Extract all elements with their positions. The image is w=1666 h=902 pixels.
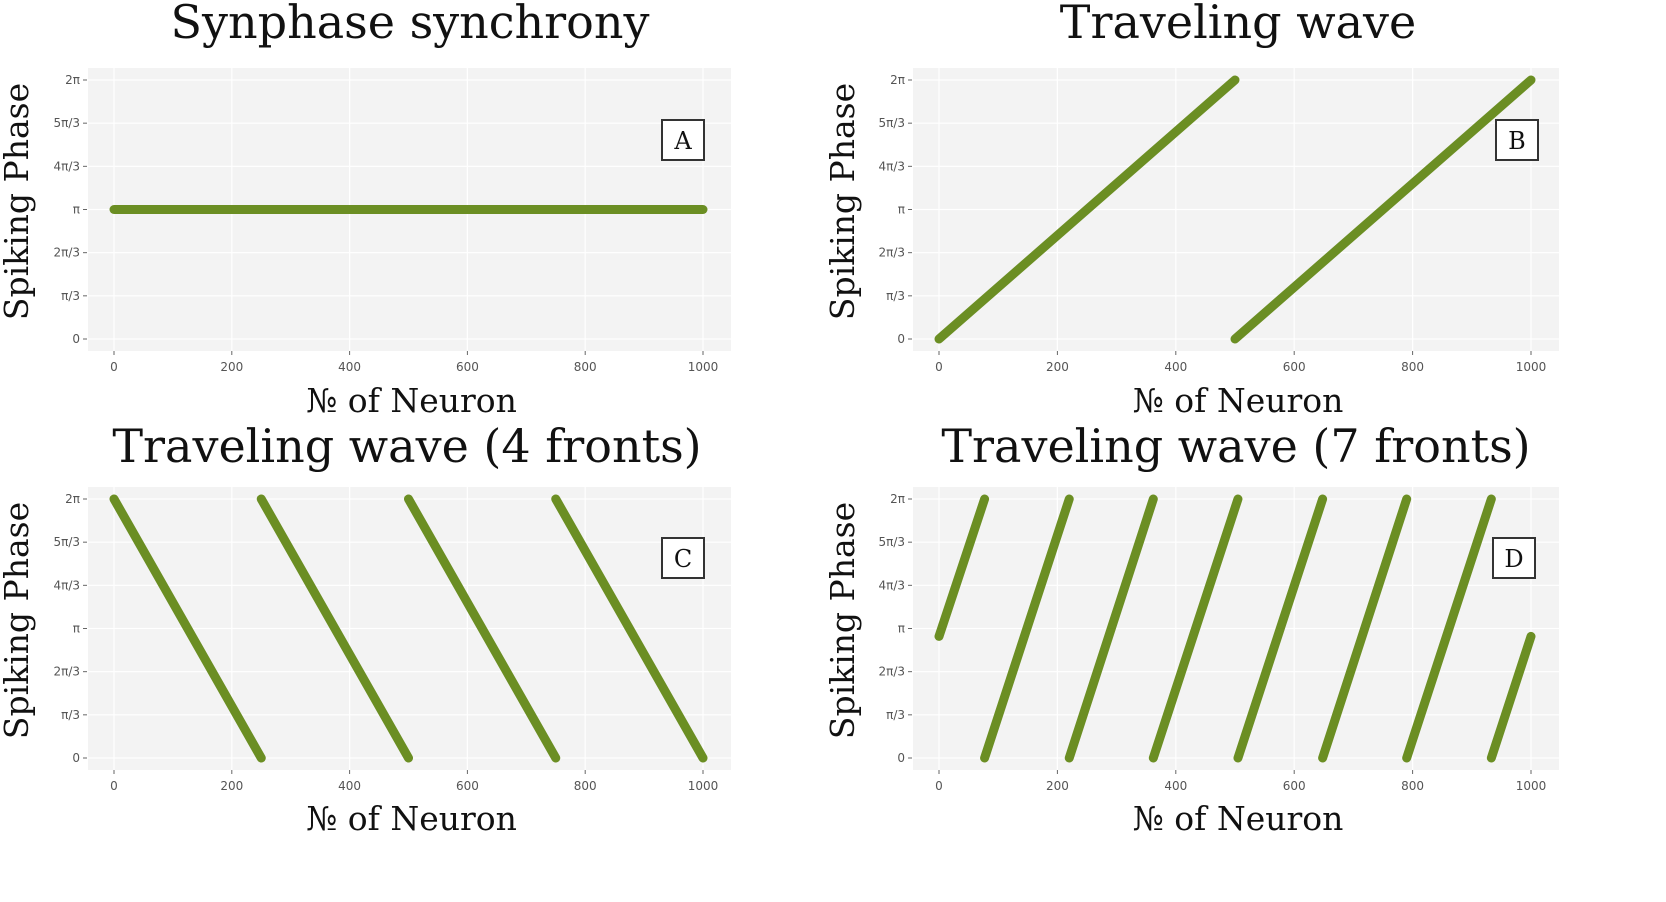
- data-series-segment: [934, 494, 990, 641]
- x-axis-label: № of Neuron: [1133, 381, 1344, 420]
- x-tick-label: 0: [110, 779, 118, 793]
- x-tick-label: 800: [1401, 779, 1424, 793]
- y-axis-label: Spiking Phase: [823, 502, 862, 739]
- chart-panel-c: 0 200 400 600 800 1000 0 π/3 2π/3 π 4π/3 5π/3 2πC Tra…: [0, 419, 731, 838]
- y-tick-label: 0: [897, 332, 905, 346]
- data-series-segment: [980, 494, 1074, 763]
- chart-title: Traveling wave (4 fronts): [112, 419, 701, 473]
- y-tick-label: 2π/3: [53, 246, 80, 260]
- x-axis-label: № of Neuron: [306, 381, 517, 420]
- y-tick-label: 2π/3: [878, 246, 905, 260]
- x-tick-label: 600: [1283, 360, 1306, 374]
- chart-title: Traveling wave: [1060, 0, 1416, 49]
- y-tick-label: π/3: [61, 708, 80, 722]
- y-tick-label: 4π/3: [878, 578, 905, 592]
- y-tick-group: 0 π/3 2π/3 π 4π/3 5π/3 2π: [878, 73, 912, 346]
- chart-title: Traveling wave (7 fronts): [941, 419, 1530, 473]
- panel-badge: [1495, 119, 1539, 161]
- data-series-segment: [1318, 494, 1412, 763]
- panel-badge-label: B: [1508, 127, 1526, 155]
- x-tick-label: 0: [935, 779, 943, 793]
- y-tick-label: 0: [897, 751, 905, 765]
- x-axis-label: № of Neuron: [1133, 799, 1344, 838]
- x-tick-label: 600: [1283, 779, 1306, 793]
- y-tick-label: π: [898, 622, 905, 636]
- y-tick-label: π/3: [61, 289, 80, 303]
- chart-panel-b: 0 200 400 600 800 1000 0 π/3 2π/3 π 4π/3 5π/3 2πB Tra…: [823, 0, 1559, 420]
- y-tick-group: 0 π/3 2π/3 π 4π/3 5π/3 2π: [53, 492, 87, 765]
- x-tick-label: 200: [220, 779, 243, 793]
- y-tick-label: 5π/3: [53, 535, 80, 549]
- y-tick-label: π: [898, 203, 905, 217]
- panel-badge: [661, 537, 705, 579]
- y-tick-label: 2π: [65, 492, 80, 506]
- data-series-segment: [934, 75, 1240, 344]
- panel-badge: [661, 119, 705, 161]
- data-series-segment: [256, 494, 413, 763]
- panel-badge: [1492, 537, 1536, 579]
- data-series-segment: [404, 494, 561, 763]
- y-tick-label: 5π/3: [53, 116, 80, 130]
- data-series-segment: [551, 494, 708, 763]
- x-tick-label: 200: [220, 360, 243, 374]
- x-tick-label: 1000: [1516, 360, 1547, 374]
- x-tick-label: 200: [1046, 360, 1069, 374]
- y-tick-label: 5π/3: [878, 535, 905, 549]
- y-tick-label: 0: [72, 332, 80, 346]
- data-series-segment: [109, 494, 266, 763]
- x-tick-label: 1000: [688, 360, 719, 374]
- y-tick-group: 0 π/3 2π/3 π 4π/3 5π/3 2π: [878, 492, 912, 765]
- chart-panel-a: 0 200 400 600 800 1000 0 π/3 2π/3 π 4π/3 5π/3 2πA Syn…: [0, 0, 731, 420]
- data-series-segment: [1402, 494, 1496, 763]
- x-tick-label: 800: [574, 779, 597, 793]
- y-tick-label: 4π/3: [53, 159, 80, 173]
- y-tick-label: 2π: [890, 73, 905, 87]
- y-tick-group: 0 π/3 2π/3 π 4π/3 5π/3 2π: [53, 73, 87, 346]
- data-series-segment: [1230, 75, 1536, 344]
- y-tick-label: π/3: [886, 708, 905, 722]
- y-axis-label: Spiking Phase: [823, 83, 862, 320]
- panel-badge-label: A: [673, 127, 692, 155]
- chart-panel-d: 0 200 400 600 800 1000 0 π/3 2π/3 π 4π/3 5π/3 2πD Tra…: [823, 419, 1559, 838]
- x-axis-label: № of Neuron: [306, 799, 517, 838]
- y-axis-label: Spiking Phase: [0, 502, 36, 739]
- x-tick-label: 400: [1164, 779, 1187, 793]
- panel-badge-label: D: [1504, 545, 1523, 573]
- data-series-segment: [1486, 631, 1536, 763]
- x-tick-label: 1000: [688, 779, 719, 793]
- x-tick-label: 600: [456, 779, 479, 793]
- x-tick-label: 0: [110, 360, 118, 374]
- y-tick-label: π/3: [886, 289, 905, 303]
- y-tick-label: 4π/3: [878, 159, 905, 173]
- y-tick-label: 2π: [65, 73, 80, 87]
- x-tick-label: 0: [935, 360, 943, 374]
- x-tick-label: 400: [338, 360, 361, 374]
- x-tick-label: 600: [456, 360, 479, 374]
- x-tick-label: 800: [574, 360, 597, 374]
- panel-badge-label: C: [674, 545, 692, 573]
- x-tick-label: 400: [338, 779, 361, 793]
- y-tick-label: 2π/3: [53, 665, 80, 679]
- x-tick-label: 400: [1164, 360, 1187, 374]
- y-tick-label: 2π/3: [878, 665, 905, 679]
- x-tick-label: 800: [1401, 360, 1424, 374]
- y-tick-label: 0: [72, 751, 80, 765]
- data-series-segment: [1233, 494, 1328, 763]
- data-series-segment: [1064, 494, 1158, 763]
- y-tick-label: π: [73, 622, 80, 636]
- y-tick-label: 5π/3: [878, 116, 905, 130]
- x-tick-label: 200: [1046, 779, 1069, 793]
- x-tick-label: 1000: [1516, 779, 1547, 793]
- chart-title: Synphase synchrony: [171, 0, 650, 49]
- y-tick-label: 4π/3: [53, 578, 80, 592]
- y-axis-label: Spiking Phase: [0, 83, 36, 320]
- data-series-segment: [1148, 494, 1243, 763]
- y-tick-label: 2π: [890, 492, 905, 506]
- y-tick-label: π: [73, 203, 80, 217]
